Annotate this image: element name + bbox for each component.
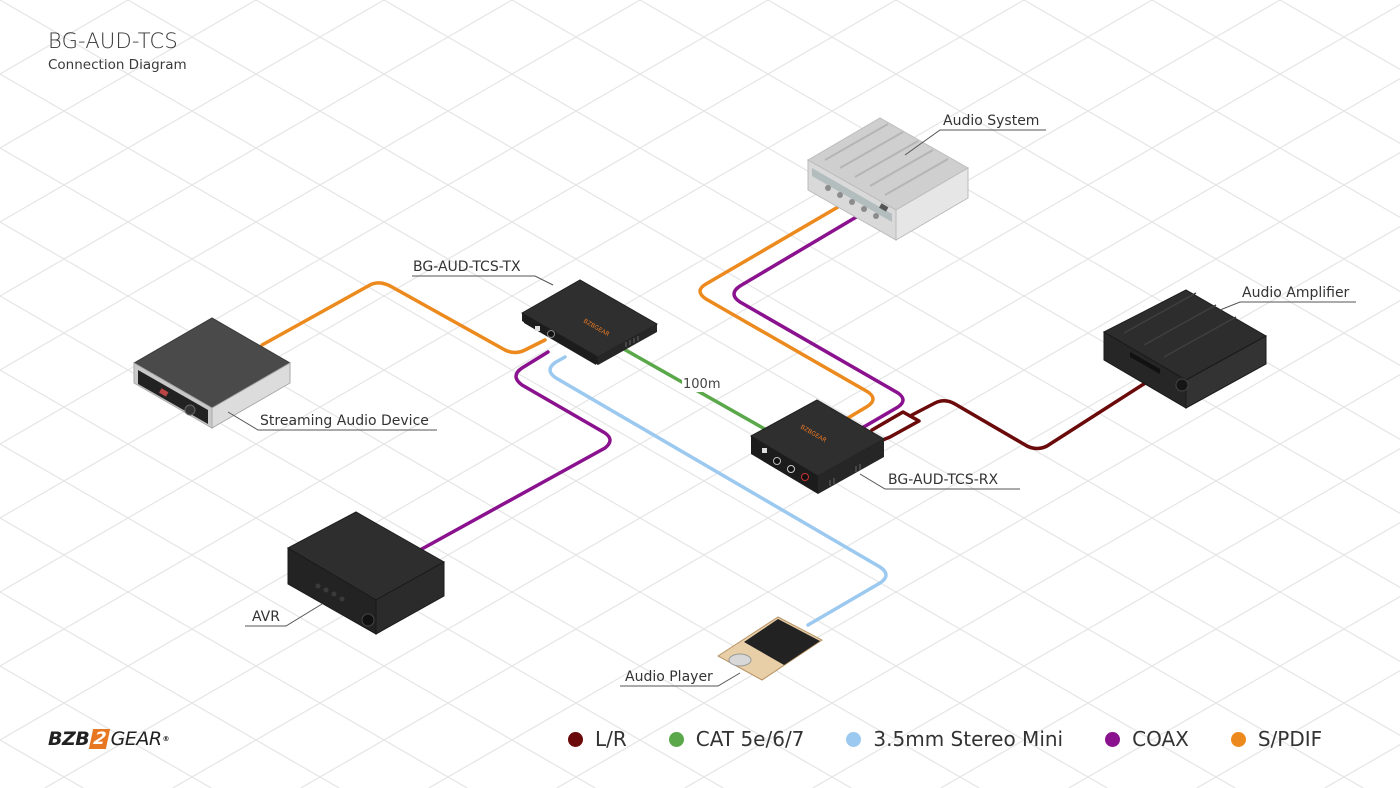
audio-player-device[interactable] (717, 616, 823, 681)
cable-coax-avr-tx (418, 350, 612, 552)
leader-audio-system (904, 129, 1046, 156)
legend-dot-spdif (1230, 731, 1246, 747)
cable-spdif-rx-system (698, 205, 875, 420)
avr-device[interactable] (286, 511, 446, 635)
legend-dot-coax (1105, 731, 1121, 747)
legend-item-coax: COAX (1105, 727, 1189, 751)
legend-item-mini: 3.5mm Stereo Mini (846, 727, 1063, 751)
leader-player (620, 672, 741, 687)
brand-logo: BZB 2 GEAR ® (48, 728, 169, 750)
rx-device[interactable]: BZBGEAR (749, 399, 886, 494)
brand-logo-right: GEAR (110, 728, 162, 750)
cable-lr-rx-amp-a (870, 410, 921, 444)
leader-amp (1219, 301, 1356, 311)
audio-system-device[interactable] (806, 117, 970, 241)
cable-spdif-streaming-tx (260, 281, 547, 355)
cable-mini-player-tx (548, 355, 888, 627)
legend-label-cat: CAT 5e/6/7 (695, 727, 805, 751)
legend-item-spdif: S/PDIF (1230, 727, 1323, 751)
leader-avr (245, 603, 323, 627)
cable-coax-rx-system (732, 214, 905, 430)
cable-lr-rx-amp-b (908, 378, 1152, 451)
cable-length-label: 100m (682, 377, 722, 392)
label-audio-player: Audio Player (625, 669, 713, 685)
legend-dot-mini (846, 731, 862, 747)
leader-rx (859, 473, 1020, 490)
registered-mark: ® (162, 735, 170, 743)
label-avr: AVR (252, 609, 280, 625)
legend-item-cat: CAT 5e/6/7 (668, 727, 805, 751)
page-title: BG-AUD-TCS (48, 29, 178, 53)
legend-label-lr: L/R (595, 727, 627, 751)
legend-label-mini: 3.5mm Stereo Mini (873, 727, 1064, 751)
page-subtitle: Connection Diagram (48, 57, 187, 73)
streaming-audio-device[interactable] (132, 317, 292, 429)
label-audio-system: Audio System (943, 113, 1040, 129)
label-streaming-device: Streaming Audio Device (260, 413, 429, 429)
cable-legend: L/R CAT 5e/6/7 3.5mm Stereo Mini COAX S/… (568, 727, 1322, 751)
tx-device[interactable]: BZBGEAR (520, 279, 659, 365)
label-audio-amplifier: Audio Amplifier (1242, 285, 1350, 301)
brand-logo-mid: 2 (89, 729, 111, 749)
label-tx: BG-AUD-TCS-TX (413, 259, 521, 275)
audio-amplifier-device[interactable] (1102, 289, 1268, 409)
leader-streaming (227, 411, 437, 431)
legend-label-coax: COAX (1132, 727, 1189, 751)
legend-dot-lr (568, 731, 583, 747)
brand-logo-left: BZB (48, 728, 90, 750)
legend-item-lr: L/R (568, 727, 627, 751)
leader-tx (412, 275, 554, 286)
legend-dot-cat (668, 731, 684, 747)
label-rx: BG-AUD-TCS-RX (888, 472, 999, 488)
legend-label-spdif: S/PDIF (1257, 727, 1323, 751)
